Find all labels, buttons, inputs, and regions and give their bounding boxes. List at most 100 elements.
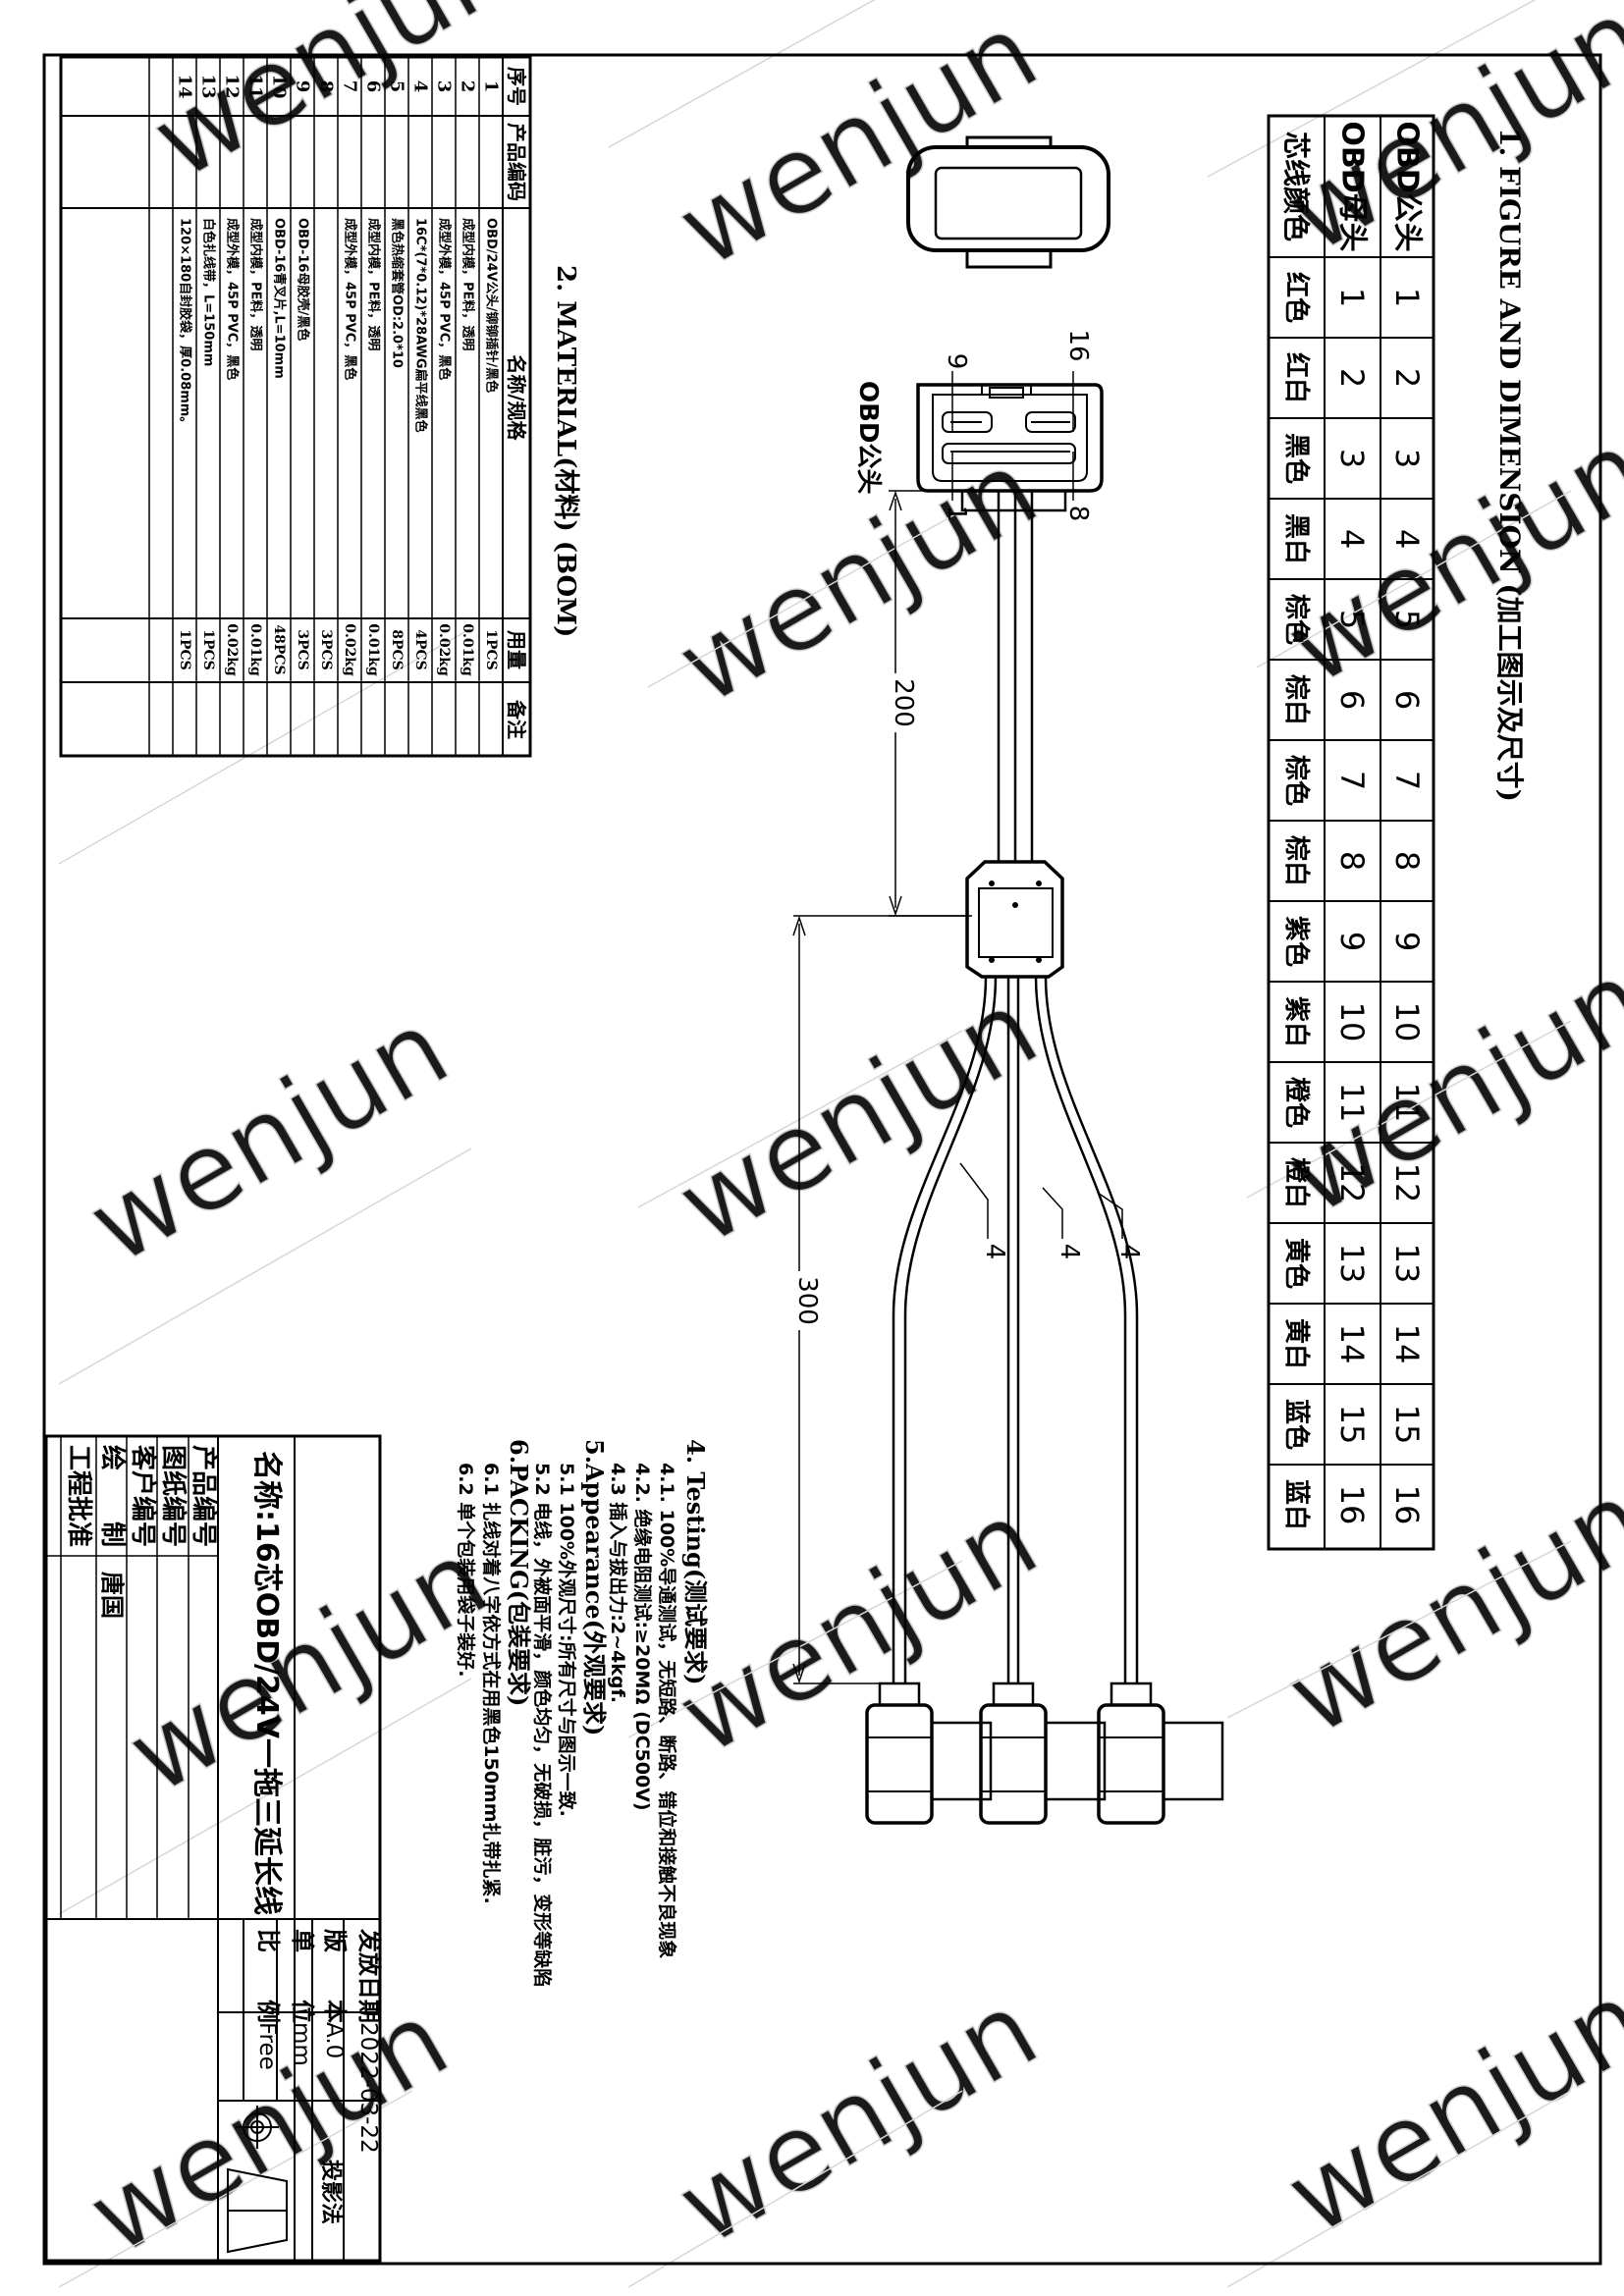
bom-row-name: OBD-16青叉片,L=10mm xyxy=(272,218,288,379)
pin-wire-color: 黑白 xyxy=(1281,513,1312,564)
bom-row-no: 13 xyxy=(198,74,219,98)
pin-female-number: 4 xyxy=(1333,529,1371,549)
pin-male-number: 7 xyxy=(1388,771,1426,790)
note-6-2: 6.2 单个包装用袋子装好. xyxy=(455,1463,477,1678)
figure-title: 1. FIGURE AND DIMENSION (加工图示及尺寸) xyxy=(1493,128,1526,802)
bom-row-name: 成型外模，45P PVC，黑色 xyxy=(225,218,241,380)
title-block-field-label: 工程批准 xyxy=(64,1445,93,1547)
bom-row-name: 黑色热缩套管OD:2.0*10 xyxy=(390,218,406,368)
pin-table: 11红色22红白33黑色44黑白55棕色66棕白77棕色88棕白99紫色1010… xyxy=(1267,114,1435,1551)
pin-male-number: 8 xyxy=(1388,851,1426,871)
pin-wire-color: 橙白 xyxy=(1281,1157,1312,1208)
version-value: A.0 xyxy=(321,2022,347,2058)
pin-wire-color: 紫色 xyxy=(1281,916,1312,967)
pin-table-header-female: OBD母头 xyxy=(1335,121,1370,251)
bom-row-no: 14 xyxy=(175,74,195,98)
bom-row-qty: 3PCS xyxy=(295,629,310,670)
pin-female-number: 3 xyxy=(1333,449,1371,468)
pin-male-number: 15 xyxy=(1388,1405,1426,1445)
bom-row-qty: 1PCS xyxy=(177,629,192,670)
pin-wire-color: 蓝白 xyxy=(1281,1479,1312,1530)
bom-row-no: 11 xyxy=(245,74,266,98)
bom-row-name: 120×180自封胶袋，厚0.08mm。 xyxy=(178,218,193,429)
bom-row-qty: 0.02kg xyxy=(342,623,357,676)
pin-label-9: 9 xyxy=(942,353,971,370)
bom-row-name: 成型内模，PE料，透明 xyxy=(460,218,476,350)
pin-male-number: 11 xyxy=(1388,1083,1426,1123)
dimension-300 xyxy=(792,915,972,1684)
note-appearance-heading: 5.Appearance(外观要求) xyxy=(580,1439,609,1735)
bom-row-no: 1 xyxy=(481,80,502,93)
pin-table-header-color: 芯线颜色 xyxy=(1280,132,1313,241)
pin-wire-color: 棕色 xyxy=(1281,594,1312,645)
watermark-text: wenjun xyxy=(657,1475,1057,1780)
pin-female-number: 11 xyxy=(1333,1083,1371,1123)
bom-header-qty: 用量 xyxy=(505,630,528,669)
pin-male-number: 5 xyxy=(1388,610,1426,629)
pin-male-number: 9 xyxy=(1388,932,1426,951)
dimension-label-200: 200 xyxy=(889,678,918,727)
pin-wire-color: 红色 xyxy=(1281,272,1312,323)
bom-row-qty: 4PCS xyxy=(412,629,428,670)
bom-row-no: 9 xyxy=(293,80,313,93)
bom-row-name: OBD-16母胶壳/黑色 xyxy=(296,218,311,341)
bom-row-no: 6 xyxy=(363,80,384,93)
cable-drawing: 16 9 8 1 OBD公头 xyxy=(787,135,1224,1825)
bom-row-name: 成型内模，PE料，透明 xyxy=(248,218,264,350)
bom-row-no: 7 xyxy=(340,80,360,93)
title-block-field-value: 唐国 xyxy=(98,1572,126,1619)
bom-row-name: 成型外模，45P PVC，黑色 xyxy=(437,218,453,380)
pin-wire-color: 蓝色 xyxy=(1281,1399,1312,1450)
pin-male-number: 14 xyxy=(1388,1324,1426,1364)
bom-header-code: 产品编码 xyxy=(505,123,528,201)
bom-row-name: 16C*(7*0.12)*28AWG扁平线黑色 xyxy=(413,218,429,433)
pin-male-number: 6 xyxy=(1388,690,1426,710)
bom-row-qty: 1PCS xyxy=(483,629,499,670)
wire-callouts xyxy=(959,1162,1123,1239)
scale-value: Free xyxy=(254,2022,280,2070)
bom-row-qty: 8PCS xyxy=(389,629,405,670)
pin-wire-color: 黑色 xyxy=(1281,433,1312,484)
pin-female-number: 5 xyxy=(1333,610,1371,629)
bom-title: 2. MATERIAL(材料) (BOM) xyxy=(551,265,580,637)
watermark-text: wenjun xyxy=(132,0,532,204)
pin-female-number: 7 xyxy=(1333,771,1371,790)
pin-wire-color: 棕白 xyxy=(1281,835,1312,886)
wire-label-3: 4 xyxy=(1114,1244,1144,1260)
release-date-value: 2022-03-22 xyxy=(355,2022,381,2154)
connector-label: OBD公头 xyxy=(853,381,883,495)
pin-female-number: 10 xyxy=(1333,1002,1371,1042)
pin-label-16: 16 xyxy=(1063,329,1093,361)
watermark-text: wenjun xyxy=(68,985,468,1289)
female-connector xyxy=(979,1682,1107,1825)
main-cable xyxy=(997,491,1034,862)
note-5-1: 5.1 100%外观尺寸:所有尺寸与图示一致. xyxy=(556,1463,578,1817)
bom-row-name: 成型外模，45P PVC，黑色 xyxy=(343,218,358,380)
projection-label: 投影法 xyxy=(318,2160,343,2224)
notes: 4. Testing(测试要求) 4.1. 100%导通测试，无短路、断路、错位… xyxy=(455,1439,710,1987)
pin-wire-color: 紫白 xyxy=(1281,996,1312,1047)
pin-female-number: 9 xyxy=(1333,932,1371,951)
release-date-label: 发放日期 xyxy=(355,1928,383,2023)
pin-female-number: 13 xyxy=(1333,1244,1371,1284)
pin-label-1: 1 xyxy=(942,506,971,522)
bom-row-qty: 3PCS xyxy=(318,629,334,670)
watermark-text: wenjun xyxy=(657,965,1057,1269)
bom-row-qty: 0.01kg xyxy=(247,623,263,676)
wire-label-2: 4 xyxy=(1055,1244,1084,1260)
bom-row-no: 10 xyxy=(269,74,290,98)
pin-wire-color: 棕色 xyxy=(1281,755,1312,806)
note-testing-heading: 4. Testing(测试要求) xyxy=(681,1439,710,1684)
bom-row-qty: 1PCS xyxy=(200,629,216,670)
bom-table: 2. MATERIAL(材料) (BOM) 序号 产品编码 名称/规格 用量 备… xyxy=(59,55,580,758)
watermark-text: wenjun xyxy=(1266,1956,1624,2261)
pin-male-number: 1 xyxy=(1388,288,1426,307)
drawing-name: 名称:16芯OBD/24V一拖三延长线 xyxy=(249,1451,284,1915)
pin-wire-color: 黄白 xyxy=(1281,1318,1312,1369)
bom-row-qty: 0.01kg xyxy=(460,623,475,676)
pin-female-number: 2 xyxy=(1333,368,1371,388)
bom-row-no: 12 xyxy=(222,74,243,98)
splitter-body xyxy=(965,860,1064,979)
drawing-frame xyxy=(42,53,1602,2266)
